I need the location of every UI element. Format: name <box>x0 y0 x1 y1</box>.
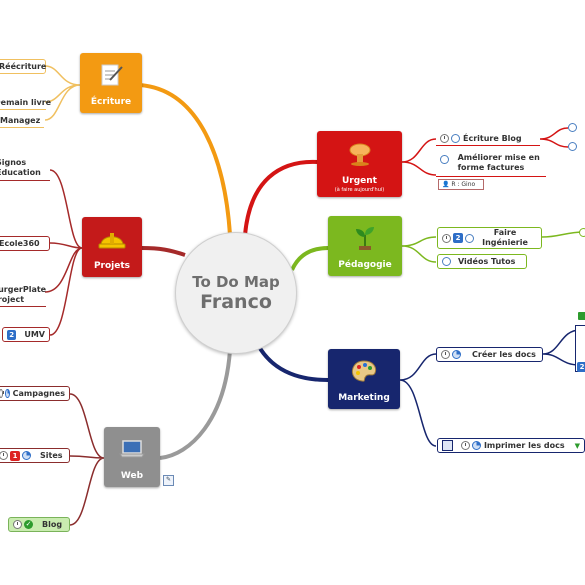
branch-urgent[interactable]: Urgent (à faire aujourd'hui) <box>317 131 402 197</box>
leaf-burgerplate-text: BurgerPlate Project <box>0 284 47 304</box>
connector-projets-leaves <box>44 169 83 336</box>
leaf-blog[interactable]: ✓ Blog <box>8 517 70 532</box>
priority-2-icon: 2 <box>577 362 585 372</box>
progress-zero-icon <box>442 257 451 266</box>
connector-web-leaves <box>69 393 105 526</box>
palette-icon <box>328 349 400 393</box>
branch-urgent-subtitle: (à faire aujourd'hui) <box>334 187 385 193</box>
progress-icon <box>471 441 481 450</box>
progress-icon <box>5 389 10 398</box>
leaf-blog-text: Blog <box>42 520 63 529</box>
laptop-icon <box>104 427 160 471</box>
task-start-icon <box>0 451 8 460</box>
leaf-faire-ingenierie-text: Faire Ingénierie <box>482 228 528 247</box>
leaf-signos-education-text: Signos Education <box>0 157 41 177</box>
task-start-icon <box>440 133 449 143</box>
subtask-ring-icon[interactable] <box>579 228 585 237</box>
leaf-sites[interactable]: 1 Sites <box>0 448 70 463</box>
leaf-umv[interactable]: 2 UMV <box>2 327 50 342</box>
leaf-videos-tutos[interactable]: Vidéos Tutos <box>437 254 527 269</box>
connector-pedagogie <box>290 246 329 271</box>
leaf-reecriture[interactable]: Réécriture <box>0 59 46 74</box>
connector-marketing-leaves <box>399 329 581 447</box>
connector-marketing <box>256 343 329 382</box>
branch-web[interactable]: Web <box>104 427 160 487</box>
subtask-ring-icon[interactable] <box>568 123 577 132</box>
leaf-videos-tutos-text: Vidéos Tutos <box>458 257 516 266</box>
connector-web <box>159 349 232 460</box>
branch-projets[interactable]: Projets <box>82 217 142 277</box>
branch-projets-label: Projets <box>93 261 131 271</box>
check-icon <box>578 312 585 320</box>
leaf-ecole360[interactable]: Ecole360 <box>0 236 50 251</box>
priority-1-icon: 1 <box>10 450 20 461</box>
progress-icon <box>22 451 31 460</box>
task-start-icon <box>441 350 450 359</box>
progress-icon <box>452 350 461 359</box>
branch-marketing-label: Marketing <box>338 393 390 403</box>
notepad-icon <box>80 53 142 97</box>
seedling-icon <box>328 216 402 260</box>
central-topic-line2: Franco <box>200 291 272 313</box>
branch-pedagogie[interactable]: Pédagogie <box>328 216 402 276</box>
branch-urgent-label: Urgent <box>341 176 377 186</box>
leaf-ecriture-blog[interactable]: Écriture Blog <box>436 131 540 146</box>
progress-zero-icon <box>440 155 449 164</box>
leaf-creer-docs[interactable]: Créer les docs <box>436 347 543 362</box>
calendar-icon <box>442 440 453 451</box>
connector-projets <box>141 246 186 257</box>
leaf-imprimer-docs[interactable]: Imprimer les docs ▼ <box>437 438 585 453</box>
leaf-campagnes-text: Campagnes <box>12 389 65 398</box>
task-done-icon: ✓ <box>24 520 33 529</box>
leaf-burgerplate-project[interactable]: BurgerPlate Project <box>0 283 46 307</box>
task-start-icon <box>13 520 22 529</box>
branch-ecriture[interactable]: Écriture <box>80 53 142 113</box>
dropdown-arrow-icon[interactable]: ▼ <box>574 441 580 450</box>
leaf-imprimer-docs-text: Imprimer les docs <box>483 441 565 450</box>
priority-2-icon: 2 <box>7 329 17 340</box>
branch-web-label: Web <box>120 471 144 481</box>
leaf-creer-docs-text: Créer les docs <box>472 350 536 359</box>
central-topic[interactable]: To Do Map Franco <box>175 232 297 354</box>
subtask-ring-icon[interactable] <box>568 142 577 151</box>
central-topic-line1: To Do Map <box>192 273 280 291</box>
leaf-sites-text: Sites <box>40 451 63 460</box>
leaf-campagnes[interactable]: Campagnes <box>0 386 70 401</box>
branch-ecriture-label: Écriture <box>90 97 132 107</box>
progress-zero-icon <box>451 133 460 143</box>
leaf-signos-education[interactable]: Signos Education <box>0 155 50 181</box>
leaf-ameliorer-factures-text: Améliorer mise en forme factures <box>457 153 540 172</box>
leaf-managez[interactable]: Managez <box>0 113 44 128</box>
resource-text: R : Gino <box>451 181 476 188</box>
task-start-icon <box>0 389 5 398</box>
task-start-icon <box>442 233 451 243</box>
leaf-faire-ingenierie[interactable]: 2 Faire Ingénierie <box>437 227 542 249</box>
branch-marketing[interactable]: Marketing <box>328 349 400 409</box>
hard-hat-icon <box>82 217 142 261</box>
connector-ecriture <box>139 83 232 236</box>
person-icon: 👤 <box>442 181 450 188</box>
connector-urgent <box>243 159 319 236</box>
resource-box: 👤 R : Gino <box>438 179 484 190</box>
task-start-icon <box>460 441 470 450</box>
leaf-ecole360-text: Ecole360 <box>0 239 40 248</box>
leaf-ameliorer-factures[interactable]: Améliorer mise en forme factures <box>436 153 546 177</box>
explosion-icon <box>317 131 402 176</box>
connector-ecriture-leaves <box>44 65 81 121</box>
progress-zero-icon <box>465 233 474 243</box>
note-icon[interactable]: ✎ <box>163 475 174 486</box>
connector-urgent-leaves <box>401 127 569 176</box>
branch-pedagogie-label: Pédagogie <box>338 260 392 270</box>
leaf-ecriture-blog-text: Écriture Blog <box>463 133 522 143</box>
priority-2-icon: 2 <box>453 233 463 243</box>
leaf-umv-text: UMV <box>24 330 45 339</box>
leaf-demain-livre[interactable]: Demain livre <box>0 95 51 110</box>
